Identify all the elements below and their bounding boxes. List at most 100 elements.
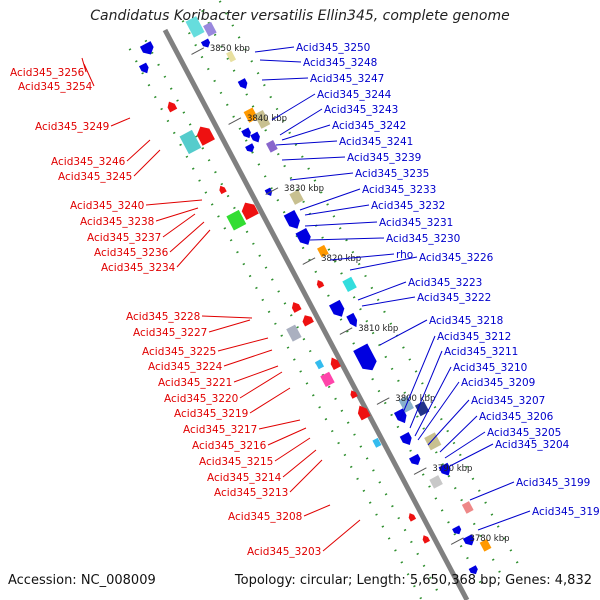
right-gene-label: Acid345_3223 (408, 277, 482, 289)
right-gene-label: Acid345_3199 (516, 477, 590, 489)
right-label-leader (279, 108, 323, 136)
left-label-leader (176, 229, 211, 268)
gene-feature (320, 371, 335, 388)
right-gene-label: Acid345_3222 (417, 292, 491, 304)
gene-arrow (283, 210, 300, 229)
left-label-leader (126, 139, 151, 162)
gene-feature (286, 324, 302, 342)
right-label-leader (281, 156, 346, 161)
right-gene-label: Acid345_3247 (310, 73, 384, 85)
left-gene-label: Acid345_3219 (174, 408, 248, 420)
gene-feature (289, 189, 304, 205)
right-label-leader (304, 204, 370, 216)
gene-feature (203, 21, 217, 37)
gene-arrow (302, 315, 314, 327)
left-gene-label: Acid345_3214 (207, 472, 282, 484)
right-label-leader (271, 93, 316, 121)
right-gene-label: Acid345_3205 (487, 427, 561, 439)
gene-feature (185, 16, 205, 38)
right-gene-label: Acid345_3226 (419, 252, 494, 264)
right-label-leader (254, 46, 295, 53)
gene-arrow (138, 62, 149, 74)
gene-arrow (241, 202, 259, 221)
left-gene-label: Acid345_3213 (214, 487, 288, 499)
gene-arrow (139, 41, 154, 55)
right-label-leader (399, 335, 436, 421)
gene-arrow (350, 390, 358, 399)
right-gene-label: rho (396, 249, 413, 261)
left-gene-label: Acid345_3216 (192, 440, 267, 452)
right-gene-label: Acid345_3241 (339, 136, 413, 148)
left-gene-label: Acid345_3236 (94, 247, 169, 259)
right-label-leader (469, 481, 515, 501)
gene-feature (424, 432, 442, 451)
gene-arrow (245, 143, 255, 153)
gene-feature (372, 437, 382, 448)
right-label-leader (329, 253, 395, 261)
left-label-leader (239, 371, 283, 399)
right-label-leader (361, 296, 416, 307)
left-gene-label: Acid345_3256 (10, 67, 85, 79)
gene-arrow (353, 343, 377, 371)
right-gene-label: Acid345_3233 (362, 184, 436, 196)
scale-tick (191, 47, 205, 55)
left-gene-label: Acid345_3240 (70, 200, 144, 212)
left-label-leader (169, 221, 205, 253)
scale-label: 3780 kbp (469, 534, 509, 544)
right-label-leader (275, 140, 338, 146)
right-label-leader (281, 124, 331, 141)
left-gene-label: Acid345_3237 (87, 232, 161, 244)
scale-tick (450, 537, 464, 545)
right-gene-label: Acid345_3210 (453, 362, 527, 374)
gene-arrow (250, 131, 260, 143)
right-gene-label: Acid345_3243 (324, 104, 398, 116)
left-gene-label: Acid345_3224 (148, 361, 223, 373)
right-gene-label: Acid345_3209 (461, 377, 535, 389)
right-label-leader (417, 381, 460, 441)
right-label-leader (414, 366, 452, 437)
left-label-leader (162, 213, 196, 238)
right-gene-label: Acid345_3211 (444, 346, 518, 358)
scale-tick (302, 257, 316, 265)
right-label-leader (299, 188, 361, 211)
gene-arrow (346, 312, 358, 328)
gene-feature (253, 109, 271, 129)
left-gene-label: Acid345_3234 (101, 262, 176, 274)
left-gene-label: Acid345_3254 (18, 81, 93, 93)
left-label-leader (133, 149, 161, 177)
gene-arrow (399, 432, 412, 446)
left-label-leader (110, 117, 131, 127)
gene-feature (179, 129, 202, 155)
genome-backbone (162, 28, 470, 600)
gene-arrow (237, 78, 248, 89)
gene-arrow (329, 299, 345, 317)
gene-arrow (452, 525, 462, 535)
left-label-leader (282, 449, 317, 478)
left-gene-label: Acid345_3215 (199, 456, 273, 468)
gene-arrow (422, 535, 431, 544)
right-gene-label: Acid345_3206 (479, 411, 554, 423)
scale-tick (376, 397, 390, 405)
gene-feature (414, 400, 430, 417)
right-label-leader (409, 350, 443, 429)
gene-arrow (408, 513, 417, 522)
left-label-leader (249, 387, 291, 414)
right-label-leader (259, 59, 302, 63)
gene-arrow (462, 534, 475, 546)
gene-arrow (295, 227, 311, 245)
right-label-leader (309, 237, 385, 241)
left-label-leader (274, 437, 311, 462)
scale-tick (339, 327, 353, 335)
gene-arrow (409, 453, 421, 466)
left-gene-label: Acid345_3249 (35, 121, 109, 133)
accession-label: Accession: NC_008009 (8, 573, 156, 588)
gene-arrow (200, 38, 211, 48)
left-label-leader (217, 337, 269, 352)
right-label-leader (427, 399, 470, 446)
right-gene-label: Acid345_3250 (296, 42, 370, 54)
right-label-leader (304, 221, 378, 227)
right-gene-label: Acid345_3195 (532, 506, 600, 518)
right-gene-label: Acid345_3207 (471, 395, 545, 407)
gene-feature (317, 244, 329, 258)
